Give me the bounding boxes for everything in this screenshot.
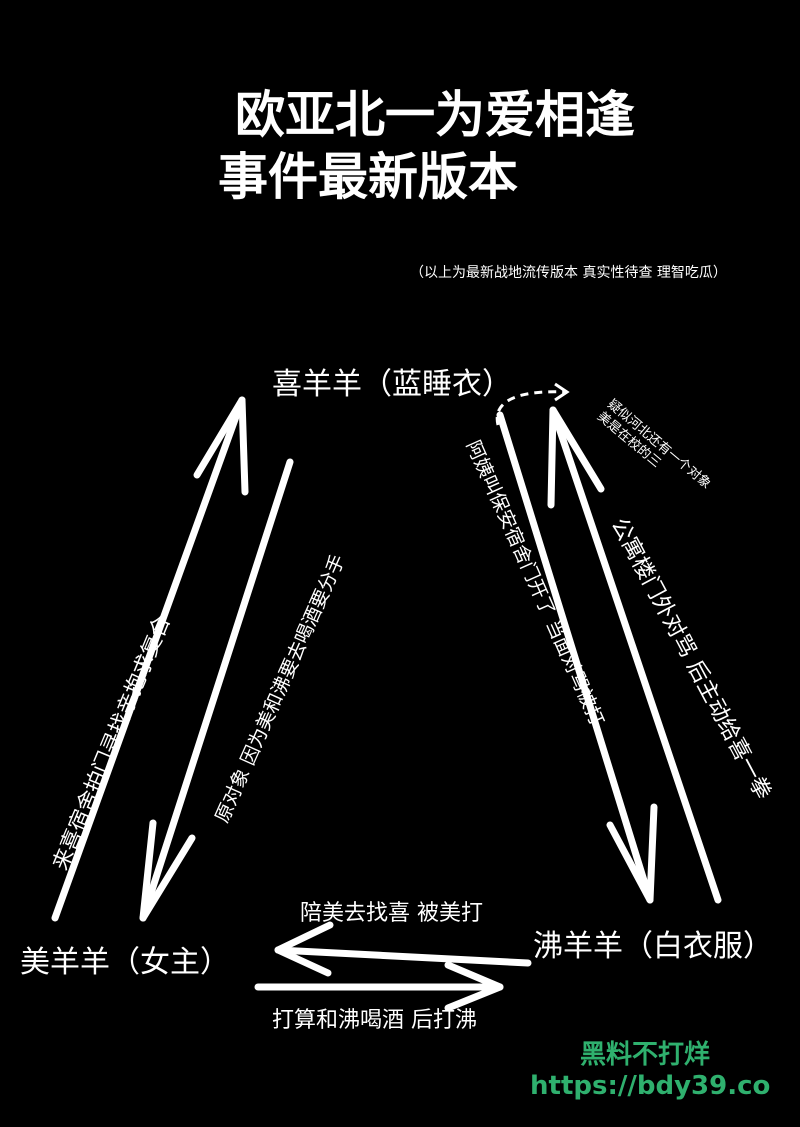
arrow-right-up bbox=[549, 406, 722, 904]
title-line-2: 事件最新版本 bbox=[218, 148, 518, 206]
label-bottom-to-left: 陪美去找喜 被美打 bbox=[300, 901, 483, 926]
arrowhead-right-up bbox=[547, 406, 605, 509]
watermark-url: https://bdy39.co bbox=[530, 1071, 771, 1102]
node-meiyangyang: 美羊羊（女主） bbox=[20, 945, 230, 980]
arrowhead-right-down bbox=[606, 803, 658, 904]
arrowhead-bottom-to-right bbox=[444, 961, 504, 1012]
arrowhead-bottom-to-left bbox=[274, 921, 334, 977]
node-xiyangyang: 喜羊羊（蓝睡衣） bbox=[272, 367, 512, 402]
arrowhead-dashed-curve bbox=[554, 382, 570, 402]
watermark: 黑料不打烊 https://bdy39.co bbox=[530, 1040, 770, 1102]
watermark-line-1: 黑料不打烊 bbox=[580, 1040, 711, 1070]
label-bottom-to-right: 打算和沸喝酒 后打沸 bbox=[272, 1008, 477, 1033]
arrow-right-down bbox=[496, 411, 654, 904]
arrow-left-up bbox=[51, 396, 246, 922]
arrow-dashed-curve bbox=[495, 390, 566, 426]
title-line-1: 欧亚北一为爱相逢 bbox=[235, 86, 635, 144]
arrow-bottom-to-left bbox=[274, 946, 532, 967]
arrowhead-left-up bbox=[193, 396, 249, 496]
disclaimer-note: （以上为最新战地流传版本 真实性待查 理智吃瓜） bbox=[410, 265, 727, 281]
arrowhead-left-down bbox=[139, 819, 196, 922]
arrow-left-down bbox=[139, 458, 294, 922]
node-feiyangyang: 沸羊羊（白衣服） bbox=[533, 929, 773, 964]
